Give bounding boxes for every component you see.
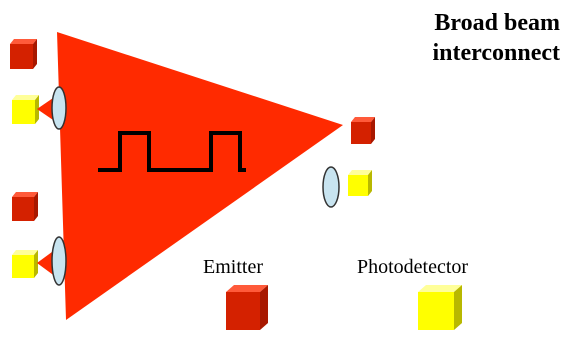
lens-right (322, 166, 340, 208)
title-line-2: interconnect (432, 40, 560, 66)
photodetector-left-top (12, 95, 39, 124)
title-line-1: Broad beam (434, 10, 560, 36)
lens-left-top (51, 86, 67, 130)
emitter-left-bottom (12, 192, 38, 221)
photodetector-left-bottom (12, 250, 38, 278)
legend-emitter-label: Emitter (203, 256, 263, 278)
legend-photodetector-icon (418, 285, 462, 330)
beam-tip-left-top (37, 96, 56, 122)
emitter-right (351, 117, 375, 144)
lens-left-bottom (51, 236, 67, 286)
diagram-title: Broad beam interconnect (360, 8, 560, 68)
legend-photodetector-label: Photodetector (357, 256, 469, 278)
emitter-left-top (10, 39, 37, 69)
photodetector-right (348, 170, 372, 196)
beam-tip-left-bottom (37, 249, 56, 277)
signal-waveform (98, 131, 246, 172)
broad-beam (57, 32, 343, 320)
legend-emitter-icon (226, 285, 268, 330)
